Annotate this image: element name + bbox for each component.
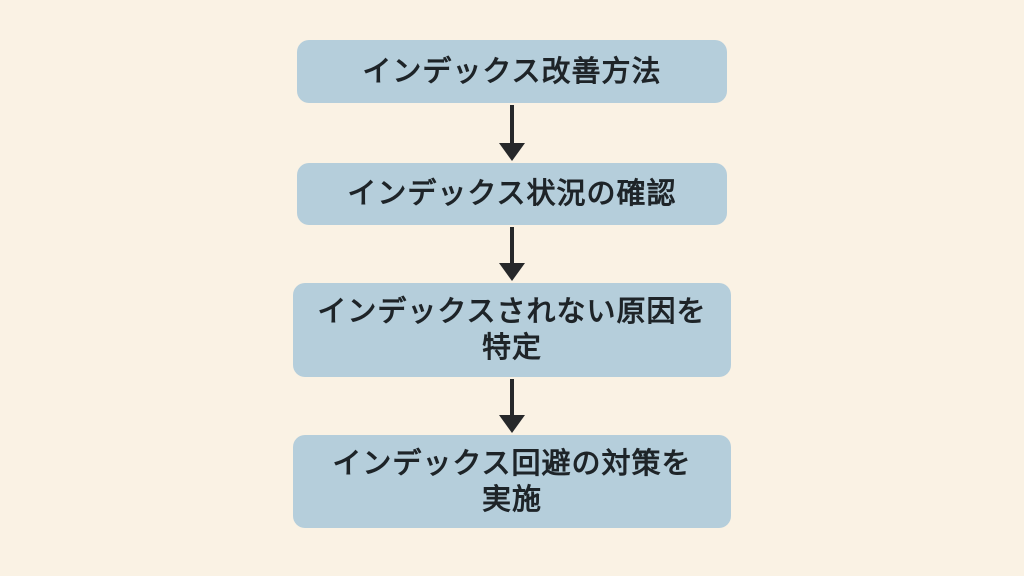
arrow-stem xyxy=(510,105,514,143)
flow-arrow-3 xyxy=(499,379,525,433)
flow-arrow-1 xyxy=(499,105,525,161)
flow-arrow-2 xyxy=(499,227,525,281)
arrow-down-icon xyxy=(499,415,525,433)
flow-node-step-4: インデックス回避の対策を 実施 xyxy=(293,435,731,528)
flow-node-step-4-label: インデックス回避の対策を 実施 xyxy=(332,447,692,516)
flow-node-step-3-label: インデックスされない原因を 特定 xyxy=(317,296,707,364)
flow-node-step-2: インデックス状況の確認 xyxy=(297,163,727,225)
arrow-down-icon xyxy=(499,263,525,281)
arrow-down-icon xyxy=(499,143,525,161)
flow-node-step-1: インデックス改善方法 xyxy=(297,40,727,103)
arrow-stem xyxy=(510,379,514,415)
flow-node-step-3: インデックスされない原因を 特定 xyxy=(293,283,731,377)
arrow-stem xyxy=(510,227,514,263)
flow-node-step-1-label: インデックス改善方法 xyxy=(362,55,662,88)
flow-node-step-2-label: インデックス状況の確認 xyxy=(347,178,677,210)
